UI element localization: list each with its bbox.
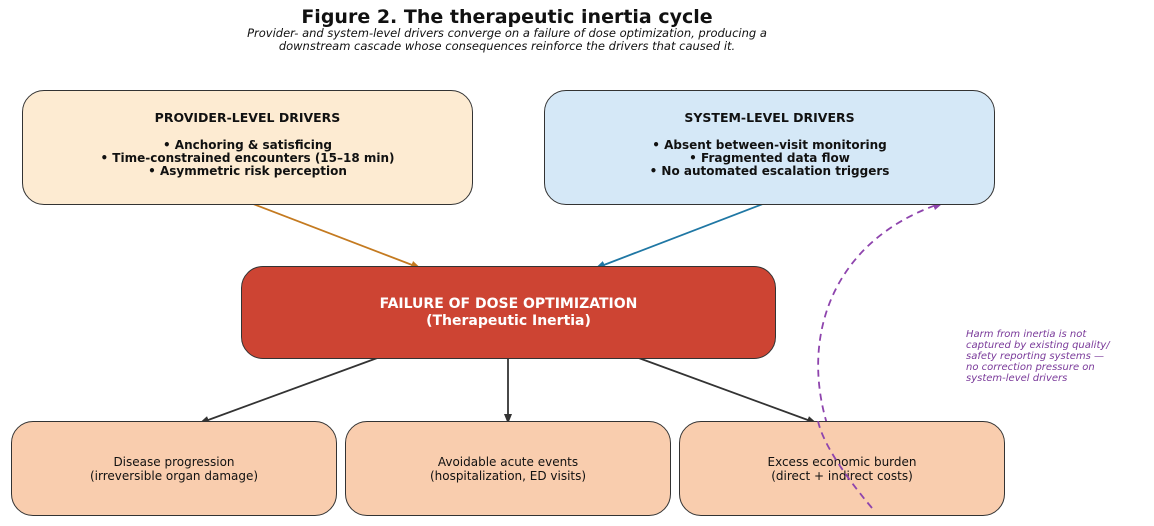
figure-subtitle: Provider- and system-level drivers conve…	[0, 27, 1014, 53]
system-driver-item: • Absent between-visit monitoring	[652, 137, 887, 152]
consequence-economic-burden-box: Excess economic burden (direct + indirec…	[679, 421, 1005, 516]
provider-drivers-box: PROVIDER-LEVEL DRIVERS • Anchoring & sat…	[22, 90, 473, 205]
subtitle-line-2: downstream cascade whose consequences re…	[278, 39, 736, 53]
consequence-title: Excess economic burden	[767, 454, 917, 469]
consequence-disease-progression-box: Disease progression (irreversible organ …	[11, 421, 337, 516]
provider-driver-item: • Time-constrained encounters (15–18 min…	[100, 150, 395, 165]
feedback-note-line: captured by existing quality/	[966, 340, 1110, 351]
provider-drivers-heading: PROVIDER-LEVEL DRIVERS	[154, 109, 341, 125]
provider-to-failure-arrow	[247, 201, 421, 269]
feedback-note-line: system-level drivers	[966, 373, 1068, 384]
consequence-detail: (hospitalization, ED visits)	[429, 468, 587, 483]
system-driver-item: • Fragmented data flow	[689, 150, 850, 165]
feedback-note-line: no correction pressure on	[966, 362, 1095, 373]
system-to-failure-arrow	[595, 201, 769, 269]
failure-subtitle: (Therapeutic Inertia)	[426, 312, 591, 329]
consequence-title: Disease progression	[113, 454, 235, 469]
failure-to-economic-arrow	[635, 356, 817, 424]
failure-title: FAILURE OF DOSE OPTIMIZATION	[379, 295, 638, 312]
feedback-note: Harm from inertia is not captured by exi…	[966, 329, 1146, 384]
consequence-acute-events-box: Avoidable acute events (hospitalization,…	[345, 421, 671, 516]
consequence-title: Avoidable acute events	[437, 454, 579, 469]
consequence-detail: (irreversible organ damage)	[89, 468, 259, 483]
feedback-note-line: safety reporting systems —	[966, 351, 1104, 362]
system-drivers-box: SYSTEM-LEVEL DRIVERS • Absent between-vi…	[544, 90, 995, 205]
feedback-note-line: Harm from inertia is not	[966, 329, 1087, 340]
provider-driver-item: • Anchoring & satisficing	[162, 137, 333, 152]
system-drivers-list: • Absent between-visit monitoring • Frag…	[649, 137, 890, 178]
consequence-detail: (direct + indirect costs)	[771, 468, 913, 483]
provider-driver-item: • Asymmetric risk perception	[148, 163, 347, 178]
subtitle-line-1: Provider- and system-level drivers conve…	[247, 26, 767, 40]
system-drivers-heading: SYSTEM-LEVEL DRIVERS	[684, 109, 855, 125]
failure-of-dose-optimization-box: FAILURE OF DOSE OPTIMIZATION (Therapeuti…	[241, 266, 776, 359]
provider-drivers-list: • Anchoring & satisficing • Time-constra…	[100, 137, 395, 178]
figure-title: Figure 2. The therapeutic inertia cycle	[301, 6, 713, 28]
failure-to-disease-arrow	[199, 356, 381, 424]
system-driver-item: • No automated escalation triggers	[649, 163, 890, 178]
